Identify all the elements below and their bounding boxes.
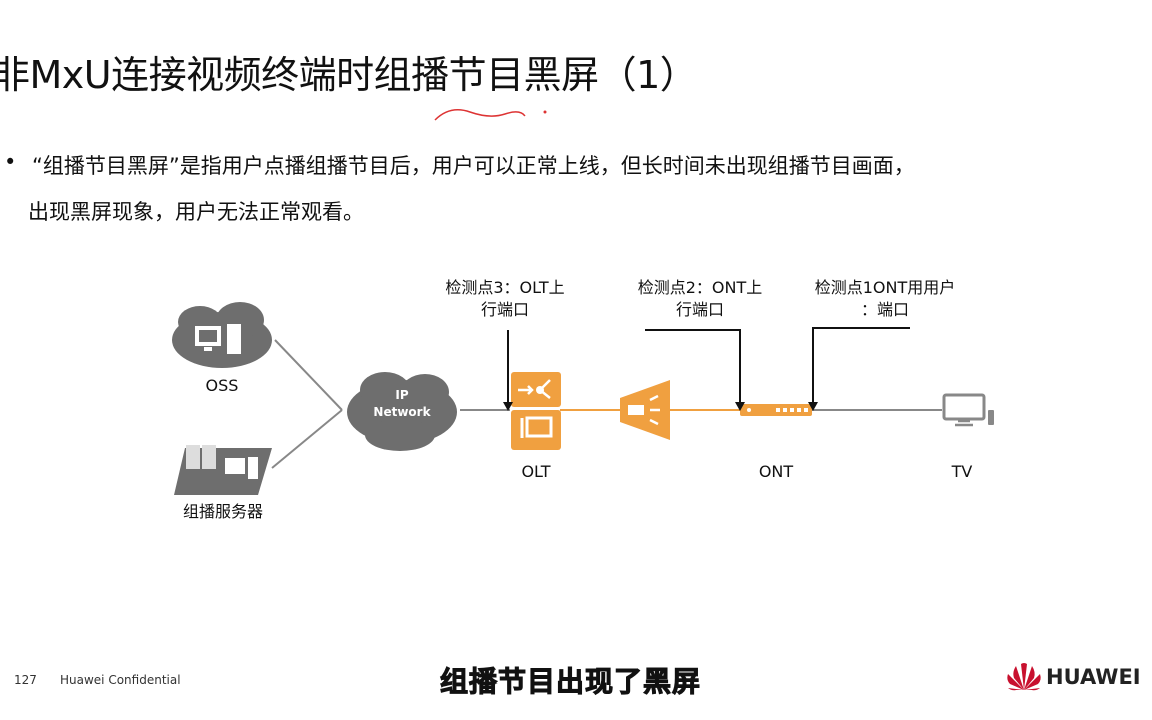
server-link	[271, 409, 343, 469]
page-title: 非MxU连接视频终端时组播节目黑屏（1）	[0, 53, 698, 97]
red-annotation-scribble	[434, 109, 547, 121]
tv-label: TV	[951, 462, 973, 481]
checkpoint1-label-1: 检测点1ONT用用户	[814, 278, 956, 297]
bullet-line-1: “组播节目黑屏”是指用户点播组播节目后，用户可以正常上线，但长时间未出现组播节目…	[32, 154, 915, 178]
checkpoint3-label-1: 检测点3：OLT上	[445, 278, 565, 297]
video-subtitle: 组播节目出现了黑屏	[439, 665, 702, 699]
page-number: 127	[14, 673, 37, 687]
multicast-server-icon	[174, 445, 272, 495]
ont-label: ONT	[758, 462, 794, 481]
bullet-marker: •	[4, 150, 17, 174]
confidential-label: Huawei Confidential	[60, 673, 181, 687]
huawei-flower-icon	[1007, 663, 1041, 691]
oss-label: OSS	[205, 376, 239, 395]
bullet-line-2: 出现黑屏现象，用户无法正常观看。	[28, 200, 364, 224]
multicast-server-label: 组播服务器	[182, 502, 263, 521]
checkpoint2-label-1: 检测点2：ONT上	[637, 278, 763, 297]
tv-icon	[942, 393, 994, 427]
ont-device-icon	[740, 404, 812, 416]
checkpoint3-label-2: 行端口	[480, 300, 529, 319]
ip-network-label-1: IP	[395, 388, 409, 402]
ip-network-label-2: Network	[373, 405, 431, 419]
checkpoint-arrows	[507, 327, 910, 404]
olt-label: OLT	[521, 462, 551, 481]
huawei-logo: HUAWEI	[1006, 662, 1141, 692]
checkpoint1-label-2: ：端口	[860, 300, 909, 319]
splitter-icon	[620, 380, 670, 440]
oss-cloud-icon	[172, 302, 272, 368]
ip-network-cloud-icon	[347, 372, 457, 451]
olt-device-icon	[511, 372, 561, 450]
checkpoint2-label-2: 行端口	[675, 300, 724, 319]
huawei-brand-text: HUAWEI	[1046, 665, 1141, 689]
oss-link	[274, 339, 343, 411]
network-diagram	[172, 302, 994, 495]
